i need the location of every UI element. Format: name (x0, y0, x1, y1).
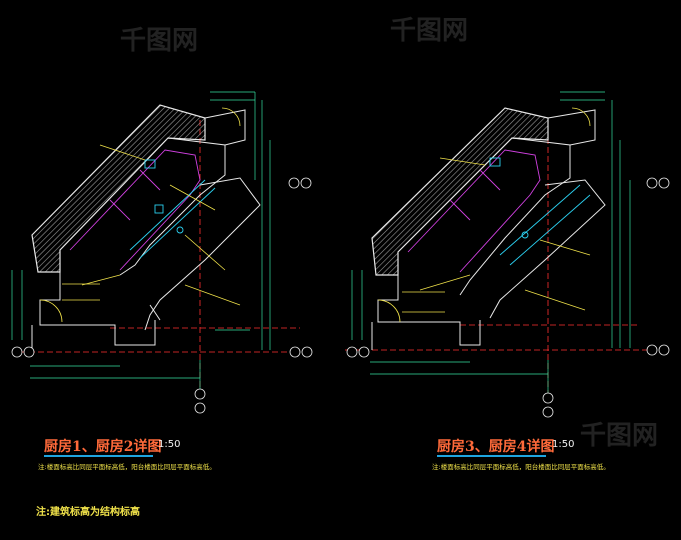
watermark-top: 千图网 (390, 16, 469, 46)
axis-bubbles-right (346, 177, 670, 418)
title-underline-left (44, 455, 153, 457)
watermark-left: 千图网 (120, 26, 199, 56)
plan-scale-right: 1:50 (552, 439, 575, 450)
title-underline-right (437, 455, 546, 457)
annotations-right (377, 107, 591, 323)
dimension-lines-right (351, 91, 631, 398)
level-marks (62, 283, 100, 301)
plan-note-right: 注:楼面标高比同层平面标高低，阳台楼面比同层平面标高低。 (432, 463, 610, 471)
plan-kitchen-1-2 (11, 91, 313, 414)
footer-note: 注:建筑标高为结构标高 (36, 507, 140, 518)
plan-note-left: 注:楼面标高比同层平面标高低，阳台楼面比同层平面标高低。 (38, 463, 216, 471)
counters (69, 149, 201, 271)
annotations (39, 107, 241, 323)
watermark-bottom: 千图网 (580, 421, 659, 451)
exterior-wall (31, 104, 206, 273)
plan-scale-left: 1:50 (158, 439, 181, 450)
axis-bubbles (11, 177, 313, 414)
counters-right (407, 149, 541, 273)
axis-lines (20, 120, 300, 395)
exterior-wall-right (371, 107, 549, 276)
plan-kitchen-3-4 (345, 91, 670, 418)
plan-title-right: 厨房3、厨房4详图 (437, 439, 555, 455)
fixtures (129, 159, 216, 259)
level-marks-right (402, 291, 445, 313)
interior-walls (31, 109, 261, 352)
interior-walls-right (371, 109, 606, 350)
plan-title-left: 厨房1、厨房2详图 (44, 439, 162, 455)
fixtures-right (489, 157, 591, 266)
axis-lines-right (345, 120, 650, 398)
